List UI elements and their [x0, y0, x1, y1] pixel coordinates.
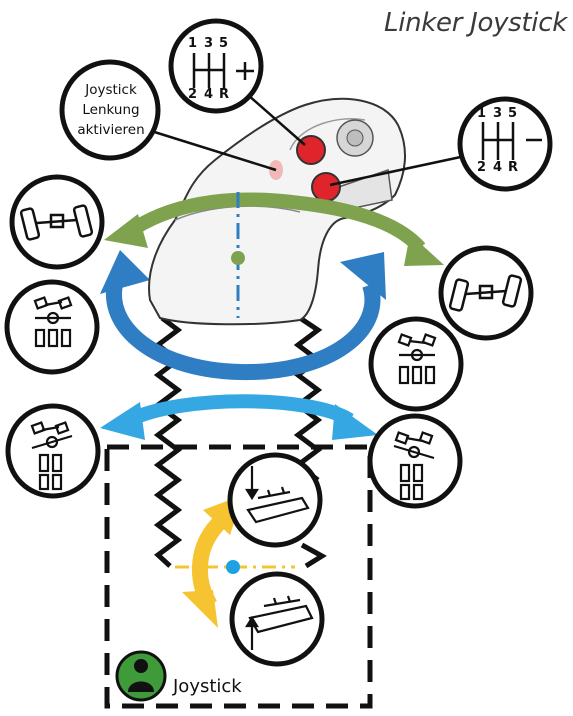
crab-arrowhead-left — [100, 402, 145, 440]
tractor-crab-steer-icon — [5, 403, 101, 499]
rotation-arrowhead-left — [100, 250, 150, 294]
steering-bubble-circle — [59, 59, 161, 161]
steering-bubble-line3: aktivieren — [77, 122, 145, 138]
steering-bubble-text: Joystick Lenkung aktivieren — [65, 80, 157, 140]
lift-center-dot — [226, 560, 240, 574]
gear-plus-4: 4 — [204, 87, 214, 102]
gear-minus-2: 2 — [477, 160, 487, 175]
tractor-front-steer-right-icon — [368, 316, 464, 412]
joystick-person-icon — [115, 650, 167, 702]
axle-steer-left-icon — [9, 174, 105, 270]
joystick-handle — [148, 97, 406, 326]
rotation-ring-blue — [106, 266, 381, 381]
steering-bubble-line1: Joystick — [85, 82, 137, 98]
legend-label: Joystick — [173, 676, 242, 697]
crab-arrowhead-right — [332, 404, 378, 440]
callout-line-minus — [329, 153, 471, 187]
lift-arrowhead-bottom — [182, 590, 218, 628]
gear-minus-button — [311, 172, 341, 202]
implement-lower-icon — [227, 452, 323, 548]
steer-arrowhead-right — [404, 234, 444, 266]
joystick-dashed-box — [104, 444, 373, 709]
gear-plus-5: 5 — [219, 36, 229, 51]
gear-minus-4: 4 — [493, 160, 503, 175]
page-title: Linker Joystick — [384, 8, 567, 38]
gear-minus-3: 3 — [493, 106, 503, 121]
callout-line-steer — [147, 128, 277, 172]
tractor-front-steer-icon — [4, 279, 100, 375]
steer-arrowhead-left — [104, 214, 148, 248]
gear-plus-1: 1 — [188, 36, 198, 51]
implement-raise-icon — [229, 571, 325, 667]
joystick-center-dot — [231, 251, 245, 265]
spring-right — [293, 315, 323, 482]
axle-steer-right-icon — [438, 245, 534, 341]
gear-minus-circle — [457, 96, 553, 192]
steer-arrow-green — [131, 192, 426, 253]
callout-line-plus — [247, 94, 306, 146]
steering-bubble-line2: Lenkung — [82, 102, 140, 118]
gear-minus-1: 1 — [477, 106, 487, 121]
gear-minus-5: 5 — [508, 106, 518, 121]
gear-plus-3: 3 — [204, 36, 214, 51]
gear-plus-r: R — [219, 87, 230, 102]
gear-plus-2: 2 — [188, 87, 198, 102]
gear-plus-circle — [168, 18, 264, 114]
rotation-arrowhead-right — [340, 252, 386, 300]
spring-right-lower — [300, 542, 327, 569]
gear-minus-r: R — [508, 160, 519, 175]
crab-arrow-lightblue — [126, 394, 354, 427]
tractor-crab-steer-right-icon — [367, 413, 463, 509]
